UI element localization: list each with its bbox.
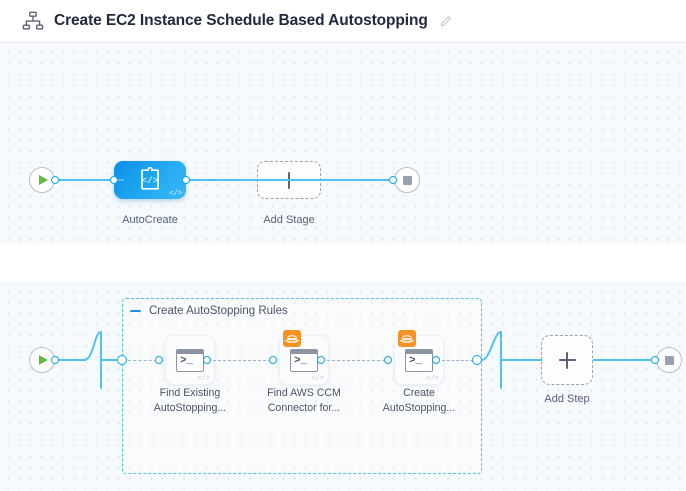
pipeline-end-node[interactable] (394, 167, 420, 193)
dash-step3-to-group-exit (442, 360, 473, 361)
add-step-label: Add Step (544, 393, 590, 405)
shell-prompt-glyph: >_ (294, 354, 308, 367)
dash-step1-to-step2 (213, 360, 271, 361)
add-stage-label: Add Stage (263, 214, 315, 226)
wire-autocreate-to-end (186, 179, 396, 181)
code-icon: </> (426, 375, 439, 383)
aws-logo-glyph (400, 334, 414, 343)
code-icon: </> (197, 375, 210, 383)
canvas-divider (0, 244, 686, 282)
svg-text:</>: </> (142, 176, 158, 186)
play-icon (39, 175, 48, 185)
shell-prompt-glyph: >_ (409, 354, 423, 367)
step-group-create-autostopping-rules[interactable] (122, 298, 482, 474)
code-icon: </> (169, 190, 182, 198)
step-label-find-existing: Find Existing AutoStopping... (138, 386, 242, 415)
shell-prompt-glyph: >_ (180, 354, 194, 367)
shell-script-icon: >_ (290, 348, 318, 372)
step2-label-line1: Find AWS CCM (267, 387, 341, 399)
step2-input-port[interactable] (269, 356, 277, 364)
execution-end-node[interactable] (656, 347, 682, 373)
step1-output-port[interactable] (203, 356, 211, 364)
plus-icon (558, 351, 576, 369)
stop-icon (402, 175, 412, 185)
aws-logo-glyph (285, 334, 299, 343)
step-group-header[interactable]: Create AutoStopping Rules (130, 305, 288, 317)
wire-addstep-to-end (593, 359, 655, 361)
step-label-find-aws-ccm-connector: Find AWS CCM Connector for... (252, 386, 356, 415)
puzzle-code-icon: </> (141, 167, 159, 190)
end-circle (394, 167, 420, 193)
start-circle (29, 167, 55, 193)
end-circle (656, 347, 682, 373)
pipeline-icon (22, 11, 44, 30)
wire-start-out (52, 359, 86, 361)
stage-canvas[interactable]: </> </> AutoCreate Add Stage (0, 43, 686, 244)
aws-icon (283, 330, 301, 347)
shell-script-icon: >_ (405, 348, 433, 372)
autocreate-input-port[interactable] (110, 176, 118, 184)
page-header: Create EC2 Instance Schedule Based Autos… (0, 0, 686, 43)
add-step-node[interactable] (541, 335, 593, 385)
edit-pencil-icon[interactable] (439, 14, 453, 28)
group-exit-port[interactable] (472, 355, 482, 365)
page-title: Create EC2 Instance Schedule Based Autos… (54, 12, 428, 29)
code-icon: </> (311, 375, 324, 383)
step-group-title: Create AutoStopping Rules (149, 305, 288, 317)
step3-label-line2: AutoStopping... (382, 401, 456, 414)
add-step-box[interactable] (541, 335, 593, 385)
aws-icon (398, 330, 416, 347)
step3-box[interactable]: >_ </> (394, 335, 444, 385)
stage-label-autocreate: AutoCreate (122, 214, 178, 226)
stop-icon (664, 355, 674, 365)
minus-icon[interactable] (130, 310, 141, 312)
step3-output-port[interactable] (432, 356, 440, 364)
group-entry-port[interactable] (117, 355, 127, 365)
wire-start-to-autocreate (52, 179, 124, 181)
group-exit-curve (482, 331, 542, 389)
step1-input-port[interactable] (155, 356, 163, 364)
step1-label-line1: Find Existing (159, 387, 221, 399)
end-input-port[interactable] (389, 176, 397, 184)
execution-end-input-port[interactable] (651, 356, 659, 364)
pipeline-start-node[interactable] (29, 167, 55, 193)
step3-input-port[interactable] (384, 356, 392, 364)
start-output-port[interactable] (51, 176, 59, 184)
autocreate-output-port[interactable] (182, 176, 190, 184)
autocreate-stage-box[interactable]: </> </> (114, 161, 186, 199)
step2-output-port[interactable] (317, 356, 325, 364)
dash-step2-to-step3 (327, 360, 385, 361)
shell-script-icon: >_ (176, 348, 204, 372)
step-node-create-autostopping[interactable]: >_ </> (394, 335, 444, 385)
execution-start-output-port[interactable] (51, 356, 59, 364)
dash-group-to-step1 (128, 360, 157, 361)
play-icon (39, 355, 48, 365)
stage-node-autocreate[interactable]: </> </> (114, 161, 186, 199)
step-label-create-autostopping: Create AutoStopping... (367, 386, 471, 415)
step1-label-line2: AutoStopping... (153, 401, 227, 414)
step3-label-line1: Create (403, 387, 435, 399)
step2-label-line2: Connector for... (267, 401, 341, 414)
step-canvas[interactable]: Create AutoStopping Rules >_ </> Find Ex… (0, 282, 686, 490)
